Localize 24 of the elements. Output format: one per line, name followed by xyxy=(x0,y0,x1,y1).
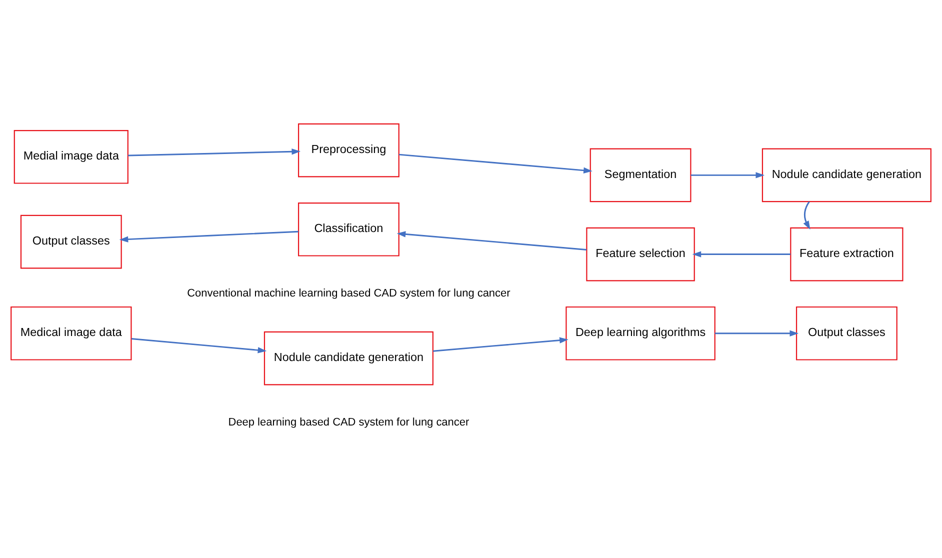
node-box: Feature extraction xyxy=(790,227,904,282)
arrow xyxy=(128,148,301,156)
node-box: Preprocessing xyxy=(298,123,400,178)
arrow xyxy=(432,337,568,352)
arrow xyxy=(714,330,799,336)
arrow xyxy=(396,231,587,250)
node-box: Output classes xyxy=(20,214,122,269)
arrow xyxy=(803,201,810,230)
node-box: Nodule candidate generation xyxy=(762,148,932,202)
node-box: Segmentation xyxy=(590,148,692,202)
node-box: Classification xyxy=(298,202,400,256)
node-box: Nodule candidate generation xyxy=(264,331,434,386)
node-box: Medical image data xyxy=(10,306,132,360)
arrow xyxy=(690,172,765,178)
arrow xyxy=(398,154,592,174)
arrow xyxy=(692,251,790,258)
label: Deep learning based CAD system for lung cancer xyxy=(228,416,470,428)
node-box: Output classes xyxy=(796,306,898,360)
node-box: Medial image data xyxy=(14,130,128,184)
node-box: Feature selection xyxy=(586,227,695,282)
arrow xyxy=(131,338,267,354)
node-box: Deep learning algorithms xyxy=(566,306,716,360)
arrow xyxy=(119,230,298,242)
label: Conventional machine learning based CAD system for lung cancer xyxy=(187,287,510,300)
